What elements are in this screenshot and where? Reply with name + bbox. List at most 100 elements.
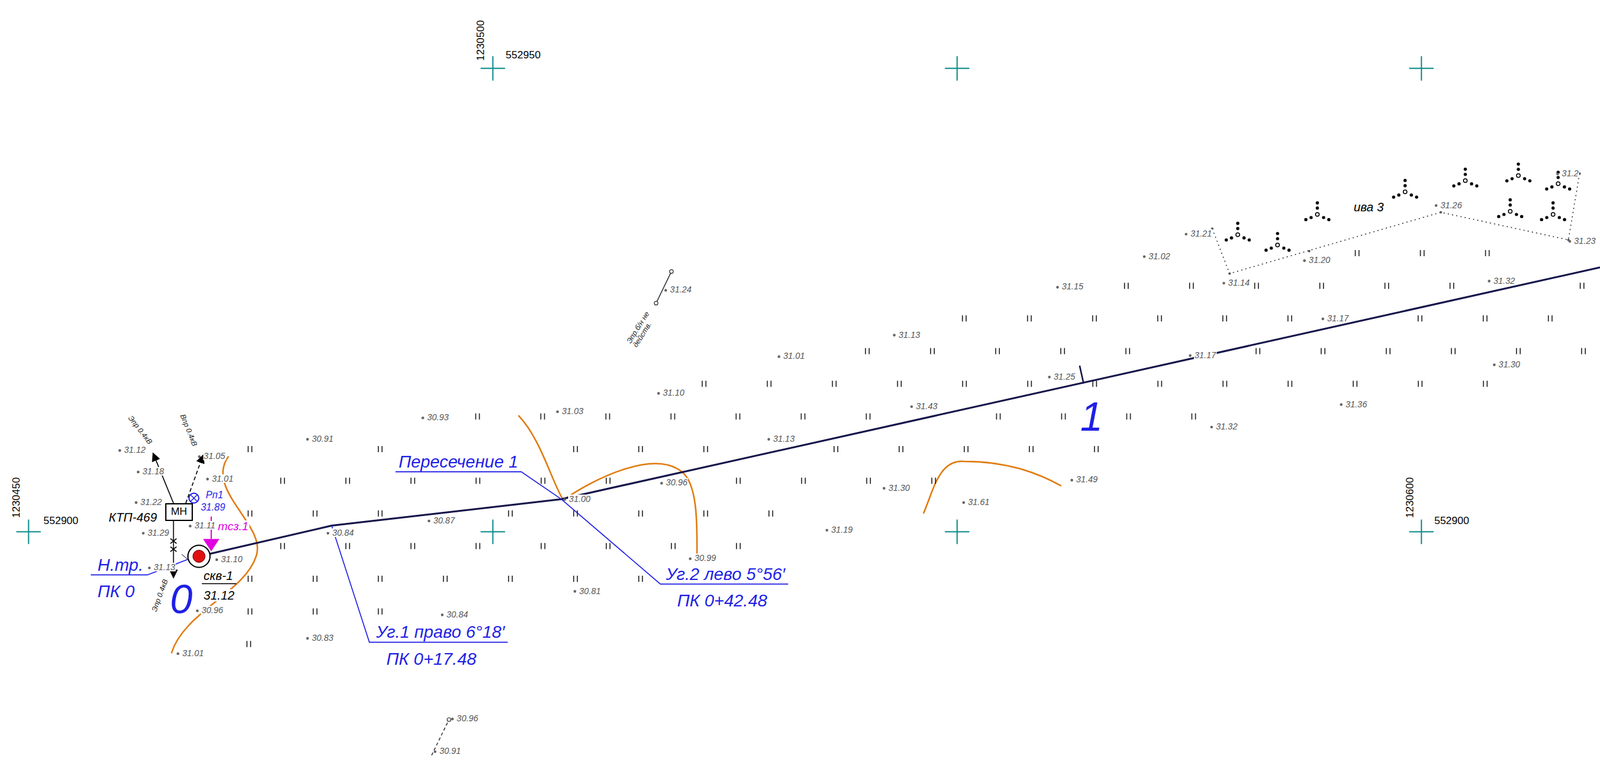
tree-symbol — [1516, 162, 1520, 166]
elevation-point — [433, 749, 437, 753]
elevation-point — [1321, 317, 1325, 320]
tree-symbol — [1508, 209, 1513, 214]
meadow-symbol — [1061, 413, 1063, 420]
line-label: Эпр 0.4кВ — [150, 577, 170, 614]
elevation-label: 31.49 — [1075, 474, 1099, 484]
elevation-label: 31.18 — [141, 466, 165, 476]
meadow-symbol — [901, 380, 903, 387]
meadow-symbol — [446, 575, 448, 582]
meadow-symbol — [864, 348, 867, 355]
tree-symbol — [1415, 195, 1419, 199]
tree-symbol — [1562, 185, 1566, 189]
callout-leader — [561, 498, 789, 584]
tree-symbol — [1469, 182, 1473, 186]
meadow-symbol — [247, 445, 249, 453]
meadow-symbol — [1352, 380, 1354, 387]
meadow-symbol — [1157, 315, 1159, 322]
object-label: скв-1 — [203, 569, 235, 582]
tree-symbol — [1505, 179, 1509, 183]
callout-text: Уг.1 право 6°18′ — [375, 623, 505, 641]
meadow-symbol — [800, 413, 803, 420]
callout-leader — [331, 525, 508, 643]
meadow-symbol — [1092, 315, 1094, 322]
tree-symbol — [1229, 236, 1233, 240]
meadow-symbol — [1287, 315, 1289, 322]
meadow-symbol — [345, 477, 347, 484]
meadow-symbol — [897, 380, 899, 387]
elevation-point — [910, 405, 913, 408]
meadow-symbol — [1291, 315, 1293, 322]
elevation-label: 31.26 — [1439, 200, 1463, 210]
elevation-point — [1493, 363, 1496, 367]
meadow-symbol — [576, 575, 578, 582]
elevation-label: 31.22 — [140, 497, 163, 507]
meadow-symbol — [1192, 282, 1195, 289]
meadow-symbol — [377, 445, 379, 453]
elevation-label: 31.32 — [1215, 421, 1239, 431]
picket-number: 1 — [1079, 396, 1104, 437]
cable-mark — [170, 538, 177, 544]
vegetation-boundary — [1212, 173, 1580, 274]
meadow-symbol — [1027, 380, 1029, 387]
meadow-symbol — [770, 380, 773, 387]
meadow-symbol — [1254, 282, 1256, 289]
meadow-symbol — [962, 380, 964, 387]
boundary-point — [1228, 272, 1231, 275]
elevation-point — [1303, 259, 1306, 262]
meadow-symbol — [995, 348, 997, 355]
callout-leader — [395, 471, 562, 500]
elevation-label: 31.21 — [1189, 229, 1213, 238]
tree-symbol — [1391, 195, 1395, 199]
meadow-symbol — [1093, 445, 1096, 453]
tree-symbol — [1528, 179, 1532, 183]
grid-cross — [1420, 55, 1422, 81]
meadow-symbol — [1583, 282, 1585, 289]
meadow-symbol — [735, 413, 738, 420]
tree-symbol — [1242, 236, 1246, 240]
meadow-symbol — [1065, 413, 1067, 420]
tree-symbol — [1315, 206, 1319, 210]
meadow-symbol — [1097, 445, 1099, 453]
meadow-symbol — [965, 315, 967, 322]
tree-symbol — [1508, 198, 1512, 202]
box-label: МН — [170, 506, 187, 518]
meadow-symbol — [377, 608, 379, 615]
elevation-point — [306, 636, 309, 640]
elevation-label: 31.14 — [1227, 278, 1251, 287]
elevation-label: 30.96 — [200, 605, 224, 615]
elevation-point — [326, 531, 330, 535]
meadow-symbol — [674, 542, 676, 550]
line-label: Впр 0.4кВ — [178, 412, 199, 448]
cable-line — [185, 455, 203, 504]
meadow-symbol — [605, 542, 607, 550]
elevation-label: 31.19 — [830, 525, 854, 534]
elevation-point — [962, 501, 965, 504]
elevation-label: 31.61 — [967, 497, 991, 507]
callout-text: Пересечение 1 — [398, 453, 520, 471]
meadow-symbol — [767, 380, 769, 387]
elevation-point — [1184, 232, 1188, 236]
tree-symbol — [1463, 167, 1467, 171]
meadow-symbol — [1584, 348, 1586, 355]
meadow-symbol — [312, 608, 314, 615]
meadow-symbol — [702, 380, 704, 387]
tree-symbol — [1463, 172, 1467, 176]
tree-symbol — [1315, 212, 1320, 217]
elevation-label: 31.13 — [152, 562, 176, 572]
tree-symbol — [1321, 215, 1325, 219]
tree-symbol — [1520, 214, 1524, 219]
meadow-symbol — [1449, 282, 1451, 289]
meadow-symbol — [1126, 413, 1128, 420]
meadow-symbol — [1551, 315, 1553, 322]
elevation-point — [1222, 281, 1225, 285]
elevation-label: 31.01 — [782, 351, 806, 360]
elevation-label: 31.17 — [1326, 313, 1350, 323]
object-label: ива 3 — [1353, 200, 1385, 214]
meadow-symbol — [377, 510, 379, 517]
pole-symbol — [654, 300, 658, 305]
tree-symbol — [1457, 182, 1461, 186]
meadow-symbol — [869, 413, 871, 420]
meadow-symbol — [280, 542, 282, 550]
